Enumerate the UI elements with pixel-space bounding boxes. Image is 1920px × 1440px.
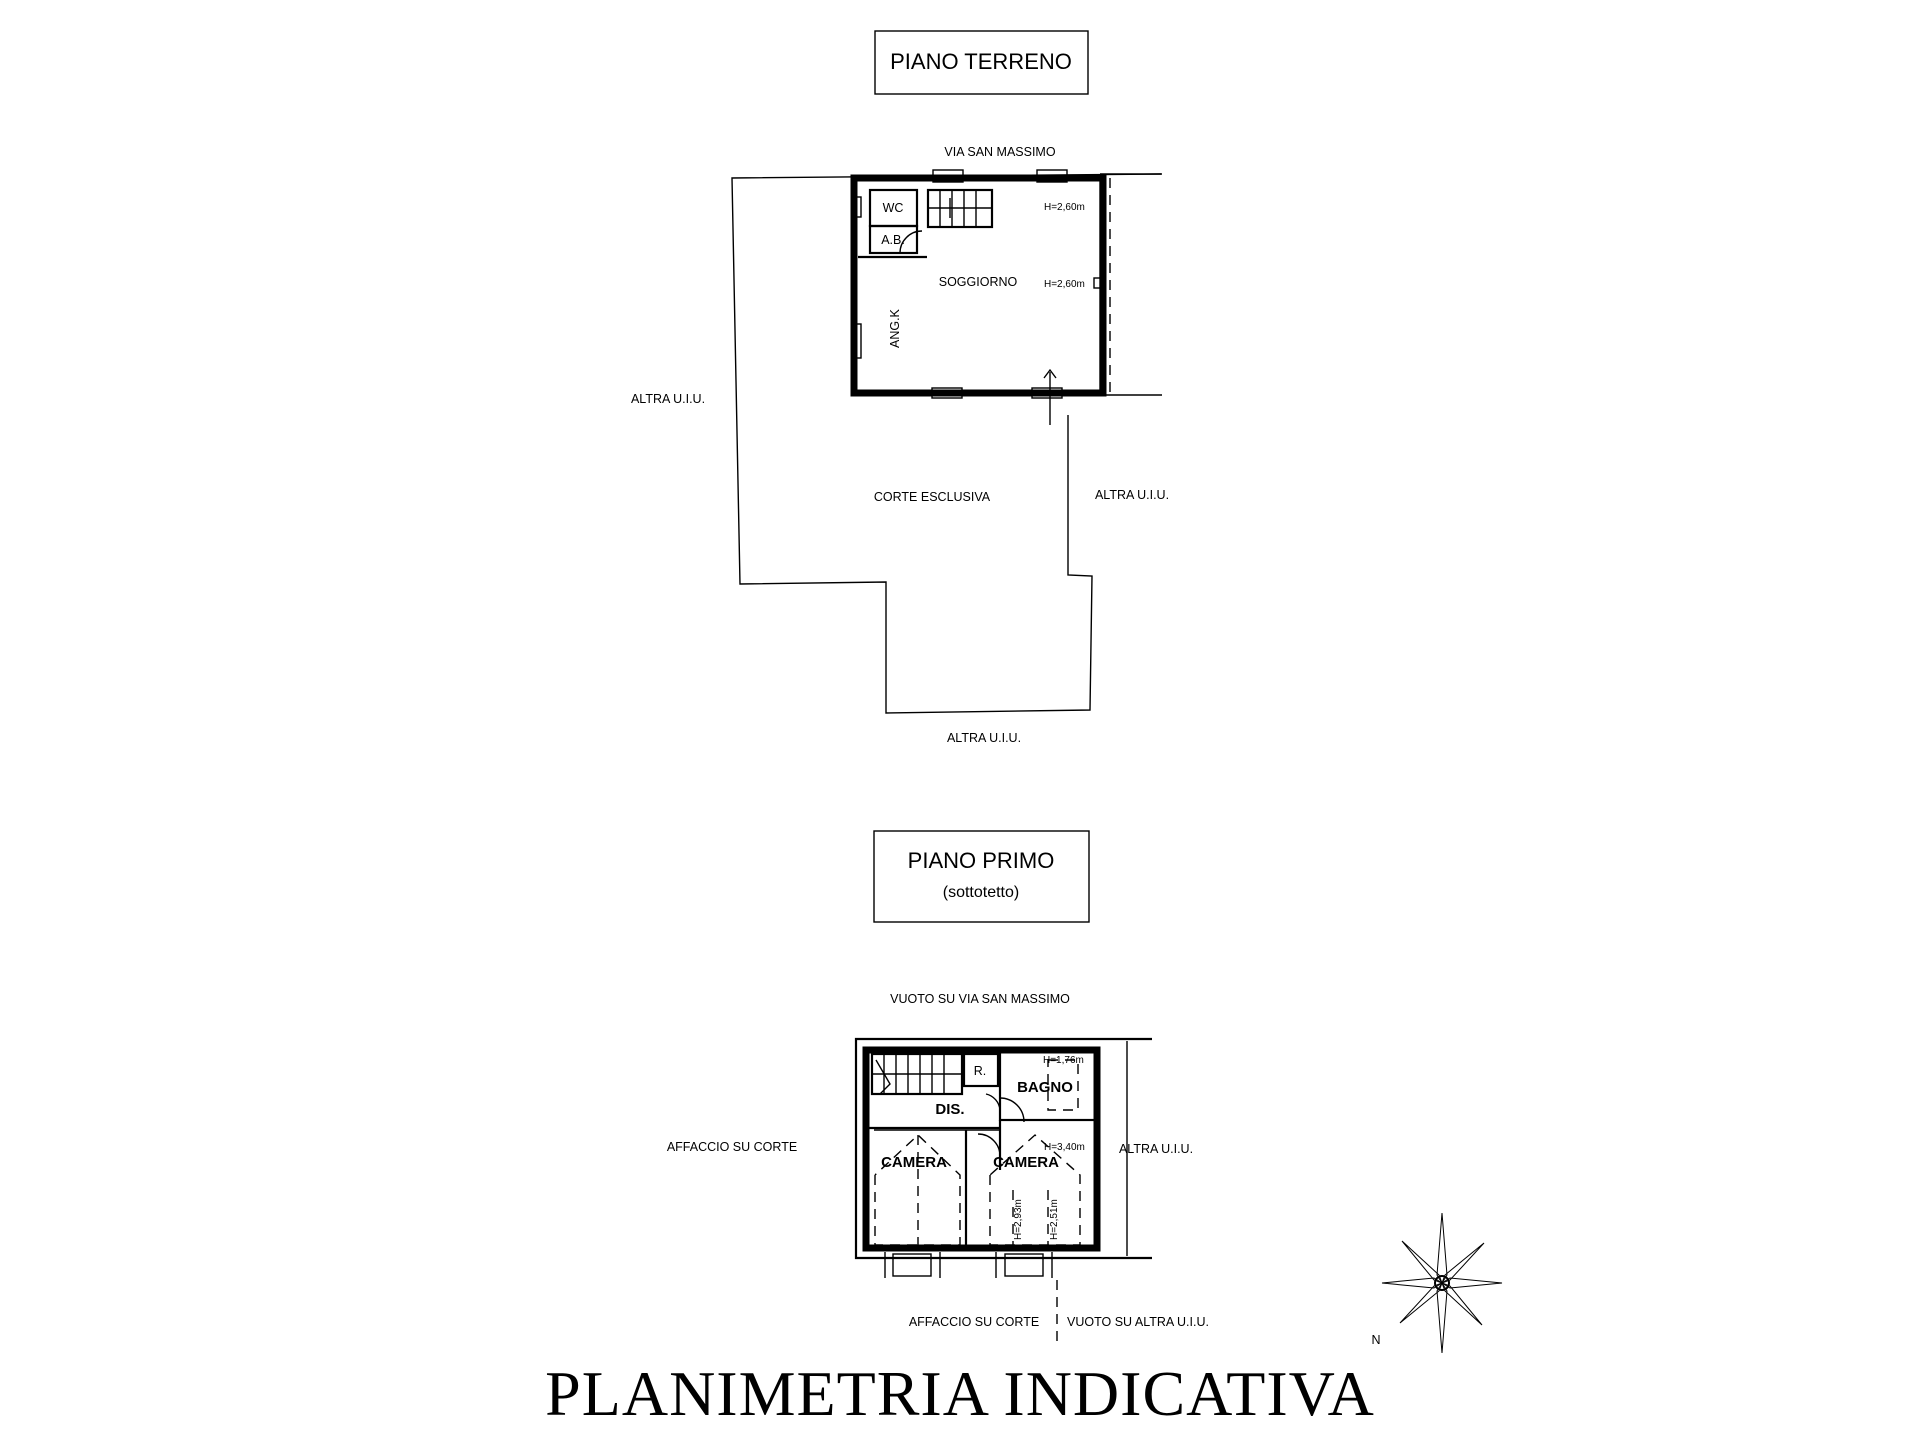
- compass-north-label: N: [1371, 1333, 1380, 1347]
- first-floor-right-label: ALTRA U.I.U.: [1119, 1142, 1193, 1156]
- ab-label: A.B.: [881, 233, 905, 247]
- bath-label: BAGNO: [1017, 1079, 1073, 1096]
- neighbor-left-label: ALTRA U.I.U.: [631, 392, 705, 406]
- height-label-1: H=2,60m: [1044, 202, 1085, 213]
- vault-height-1-label: H=2,93m: [1013, 1199, 1024, 1240]
- compass-rose-icon: [1381, 1212, 1503, 1354]
- first-floor-title: PIANO PRIMO: [908, 848, 1055, 873]
- living-room-label: SOGGIORNO: [939, 275, 1018, 289]
- street-label: VIA SAN MASSIMO: [944, 145, 1055, 159]
- bath-height-label: H=1,76m: [1043, 1055, 1084, 1066]
- bedroom-height-label: H=3,40m: [1044, 1142, 1085, 1153]
- first-floor-building: [854, 1037, 1152, 1346]
- first-floor-bottom-left-label: AFFACCIO SU CORTE: [909, 1315, 1039, 1329]
- hall-label: DIS.: [935, 1101, 964, 1118]
- footer-title: PLANIMETRIA INDICATIVA: [545, 1358, 1375, 1429]
- ground-floor-title: PIANO TERRENO: [890, 49, 1072, 74]
- first-floor-top-label: VUOTO SU VIA SAN MASSIMO: [890, 992, 1070, 1006]
- first-floor-subtitle: (sottotetto): [943, 884, 1019, 901]
- bedroom-right-label: CAMERA: [993, 1154, 1059, 1171]
- courtyard-label: CORTE ESCLUSIVA: [874, 490, 991, 504]
- first-floor-left-label: AFFACCIO SU CORTE: [667, 1140, 797, 1154]
- neighbor-bottom-label: ALTRA U.I.U.: [947, 731, 1021, 745]
- ground-floor-title-box: PIANO TERRENO: [874, 30, 1089, 95]
- height-label-2: H=2,60m: [1044, 279, 1085, 290]
- bedroom-left-label: CAMERA: [881, 1154, 947, 1171]
- ground-floor-building: [850, 169, 1162, 425]
- kitchen-label: ANG.K: [888, 308, 902, 348]
- courtyard-boundary: [731, 173, 1162, 714]
- r-label: R.: [974, 1064, 987, 1078]
- neighbor-right-label: ALTRA U.I.U.: [1095, 488, 1169, 502]
- first-floor-bottom-right-label: VUOTO SU ALTRA U.I.U.: [1067, 1315, 1209, 1329]
- wc-label: WC: [883, 201, 904, 215]
- vault-height-2-label: H=2,51m: [1049, 1199, 1060, 1240]
- first-floor-title-box: PIANO PRIMO (sottotetto): [873, 830, 1090, 923]
